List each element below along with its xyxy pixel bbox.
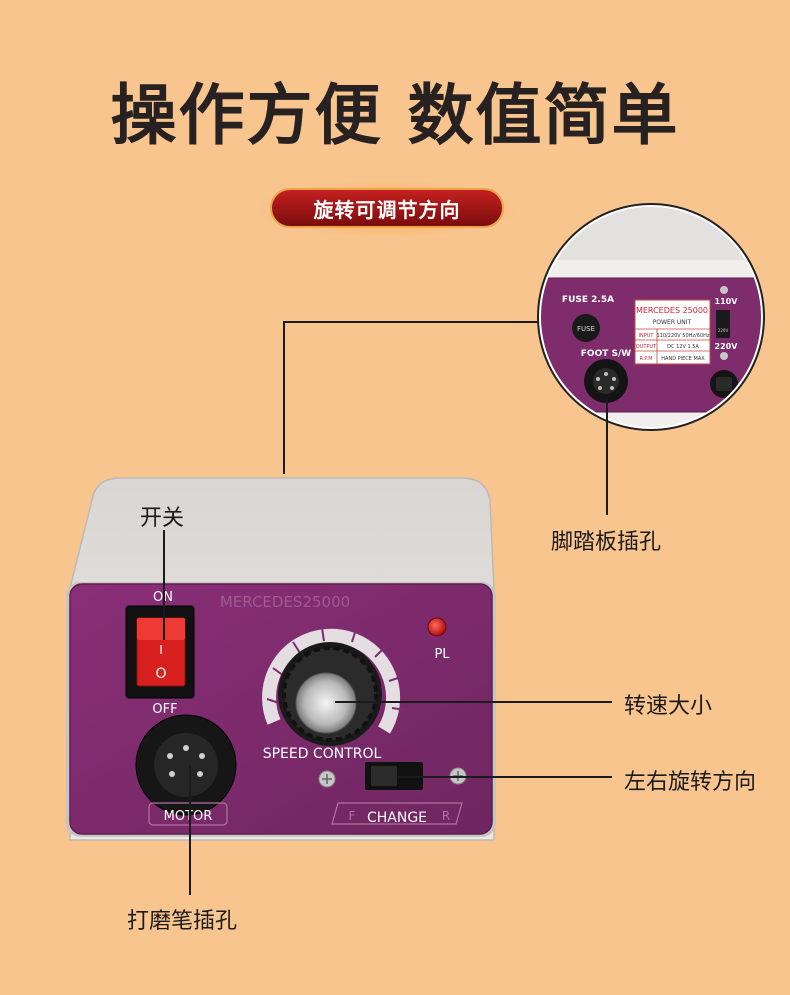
callout-speed: 转速大小 (624, 694, 713, 719)
callout-lines (163, 321, 612, 895)
switch-i-mark: I (159, 643, 163, 657)
switch-o-mark: O (155, 666, 166, 682)
change-label: CHANGE (367, 810, 427, 826)
direction-switch[interactable]: F CHANGE R (318, 762, 467, 826)
motor-label: MOTOR (164, 809, 213, 824)
change-f-label: F (349, 809, 356, 823)
spec-row-0-key: INPUT (639, 333, 655, 339)
fuse-label: FUSE 2.5A (562, 295, 614, 305)
speed-control-label: SPEED CONTROL (263, 746, 382, 762)
fuse-cap-text: FUSE (577, 325, 595, 333)
spec-subtitle: POWER UNIT (653, 319, 692, 326)
rear-connector-line (283, 321, 538, 474)
power-switch[interactable]: I O (125, 605, 195, 699)
foot-sw-label: FOOT S/W (581, 349, 631, 359)
pl-label: PL (434, 647, 450, 662)
callout-direction: 左右旋转方向 (624, 770, 757, 795)
spec-title: MERCEDES 25000 (636, 306, 708, 315)
spec-row-2-key: R.P.M (639, 356, 652, 362)
spec-row-2-value: HAND PIECE MAX (661, 356, 705, 362)
speed-dial[interactable]: SPEED CONTROL (262, 627, 406, 762)
voltage-220-small-label: 220V (718, 328, 729, 333)
change-r-label: R (442, 809, 450, 823)
badge-label: 旋转可调节方向 (270, 188, 504, 228)
badge: 旋转可调节方向 (256, 180, 518, 238)
pl-indicator: PL (427, 617, 450, 662)
callout-power-switch: 开关 (140, 506, 185, 531)
switch-off-label: OFF (152, 702, 177, 717)
voltage-220-label: 220V (715, 342, 739, 351)
panel-brand: MERCEDES25000 (220, 593, 350, 611)
headline: 操作方便 数值简单 (110, 77, 680, 154)
spec-row-1-value: DC 12V 1.5A (667, 344, 699, 350)
voltage-110-label: 110V (715, 297, 739, 306)
spec-row-1-key: OUTPUT (636, 344, 657, 350)
rear-panel-zoom: FUSE 2.5A FUSE FOOT S/W MERCEDES 25000 P… (537, 203, 765, 431)
spec-row-0-value: 110/220V 50Hz/60Hz (657, 333, 710, 339)
motor-socket[interactable]: MOTOR (135, 714, 237, 826)
callout-foot-socket: 脚踏板插孔 (551, 530, 662, 555)
callout-handpiece-socket: 打磨笔插孔 (127, 909, 238, 934)
